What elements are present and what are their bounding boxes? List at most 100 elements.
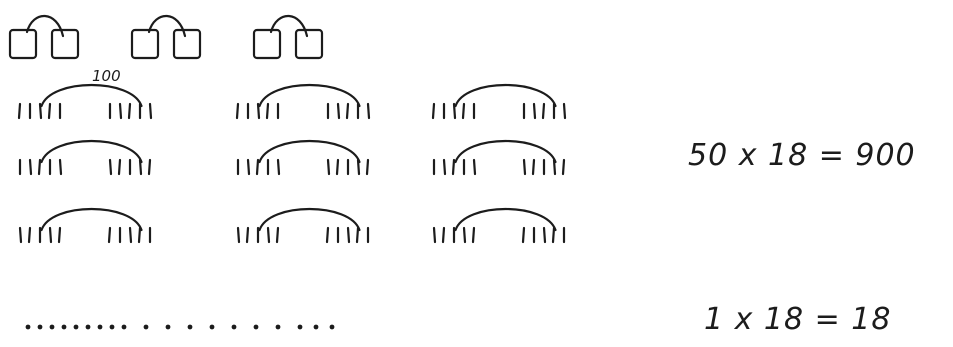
dot: [253, 324, 259, 330]
tally-stroke: [452, 102, 457, 120]
tally-stroke: [137, 226, 142, 244]
dot: [49, 324, 55, 330]
tally-stroke: [522, 158, 527, 176]
tally-stroke: [366, 102, 371, 120]
tally-stroke: [47, 102, 52, 120]
box-link-arc: [25, 14, 65, 38]
tally-stroke: [275, 226, 280, 244]
dot: [25, 324, 31, 330]
tally-stroke: [138, 158, 143, 176]
tally-link-arc: [454, 207, 557, 232]
tally-stroke: [551, 226, 556, 244]
dot: [165, 324, 171, 330]
tally-link-arc: [258, 207, 361, 232]
dot: [85, 324, 91, 330]
tally-stroke: [541, 102, 546, 120]
dot: [109, 324, 115, 330]
tally-stroke: [561, 158, 566, 176]
tally-link-arc: [454, 139, 557, 164]
dot: [209, 324, 215, 330]
box-pairs: [8, 14, 324, 60]
tally-stroke: [326, 158, 331, 176]
tally-stroke: [432, 226, 437, 244]
dot: [329, 324, 335, 330]
box: [8, 28, 38, 60]
tally-stroke: [147, 158, 152, 176]
box: [130, 28, 160, 60]
box: [50, 28, 80, 60]
tally-stroke: [521, 226, 526, 244]
tally-stroke: [442, 158, 447, 176]
tally-stroke: [345, 102, 350, 120]
tally-stroke: [38, 102, 43, 120]
tally-stroke: [461, 102, 466, 120]
dot: [313, 324, 319, 330]
tally-stroke: [335, 158, 340, 176]
tally-stroke: [127, 102, 132, 120]
tally-stroke: [18, 226, 23, 244]
tally-stroke: [148, 102, 153, 120]
tally-stroke: [27, 226, 32, 244]
tally-stroke: [532, 102, 537, 120]
dot: [297, 324, 303, 330]
tally-link-arc: [258, 139, 361, 164]
box: [252, 28, 282, 60]
dot: [143, 324, 149, 330]
tally-stroke: [462, 226, 467, 244]
tally-stroke: [37, 158, 42, 176]
tally-stroke: [346, 226, 351, 244]
tally-stroke: [336, 102, 341, 120]
tally-stroke: [355, 226, 360, 244]
tally-stroke: [117, 158, 122, 176]
tally-stroke: [471, 226, 476, 244]
dot: [37, 324, 43, 330]
tally-link-arc: [40, 207, 143, 232]
tally-link-arc: [454, 83, 557, 108]
tally-stroke: [542, 226, 547, 244]
tally-stroke: [108, 158, 113, 176]
tally-stroke: [28, 158, 33, 176]
tally-stroke: [356, 158, 361, 176]
tally-stroke: [266, 226, 271, 244]
tally-stroke: [118, 102, 123, 120]
tally-stroke: [48, 226, 53, 244]
equation-fifty-times-eighteen: 50 x 18 = 900: [688, 138, 916, 173]
tally-link-arc: [40, 139, 143, 164]
tally-stroke: [562, 102, 567, 120]
box-link-arc: [269, 14, 309, 38]
tally-stroke: [276, 158, 281, 176]
tally-stroke: [107, 226, 112, 244]
tally-stroke: [325, 226, 330, 244]
tally-stroke: [472, 158, 477, 176]
dot: [275, 324, 281, 330]
tally-stroke: [451, 158, 456, 176]
equation-one-times-eighteen: 1 x 18 = 18: [704, 302, 892, 337]
tally-stroke: [265, 102, 270, 120]
tally-stroke: [17, 102, 22, 120]
tally-stroke: [531, 158, 536, 176]
tally-stroke: [58, 158, 63, 176]
annotation-100: 100: [92, 67, 121, 85]
dot: [187, 324, 193, 330]
tally-stroke: [431, 102, 436, 120]
dot: [231, 324, 237, 330]
tally-stroke: [552, 158, 557, 176]
tally-stroke: [235, 102, 240, 120]
tally-link-arc: [40, 83, 143, 108]
box: [294, 28, 324, 60]
dot: [73, 324, 79, 330]
tally-groups: [17, 83, 567, 244]
dot: [121, 324, 127, 330]
tally-stroke: [441, 226, 446, 244]
tally-stroke: [236, 226, 241, 244]
box-link-arc: [147, 14, 187, 38]
dot: [97, 324, 103, 330]
box: [172, 28, 202, 60]
tally-stroke: [255, 158, 260, 176]
tally-stroke: [128, 226, 133, 244]
tally-stroke: [365, 158, 370, 176]
dot: [61, 324, 67, 330]
dot-row: [25, 324, 335, 330]
